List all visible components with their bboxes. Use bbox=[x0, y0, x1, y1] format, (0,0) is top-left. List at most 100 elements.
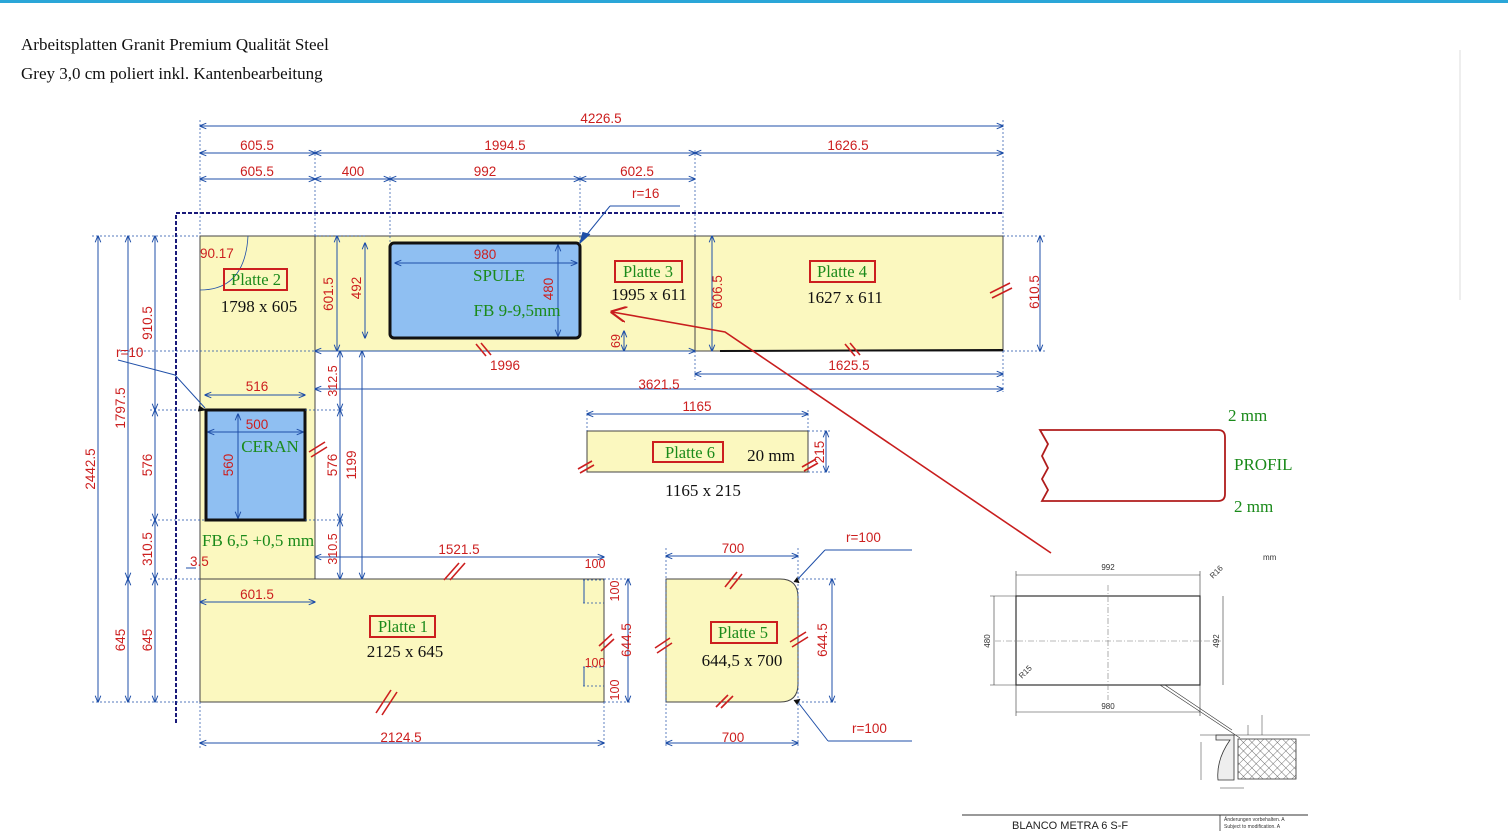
plate-labels: Platte 2 1798 x 605 Platte 3 1995 x 611 … bbox=[221, 260, 883, 670]
drawing-unit: mm bbox=[1263, 553, 1277, 562]
dim-601-5-bottom: 601.5 bbox=[240, 587, 274, 602]
dim-100-top-v: 100 bbox=[608, 581, 622, 602]
dim-r16: r=16 bbox=[632, 186, 659, 201]
dim-576-right: 576 bbox=[325, 454, 340, 477]
dim-100-bottom: 100 bbox=[585, 656, 606, 670]
dim-69: 69 bbox=[609, 334, 623, 348]
plate-4-label: Platte 4 bbox=[817, 262, 867, 281]
dim-3-5: 3.5 bbox=[190, 554, 209, 569]
sink-cutout bbox=[388, 241, 582, 340]
plate-6-thickness: 20 mm bbox=[747, 446, 795, 465]
dim-400: 400 bbox=[342, 164, 365, 179]
dim-1625-5: 1625.5 bbox=[828, 358, 869, 373]
dim-500: 500 bbox=[246, 417, 269, 432]
plate-1-size: 2125 x 645 bbox=[367, 642, 444, 661]
dim-2442-5: 2442.5 bbox=[83, 448, 98, 489]
dim-r10: r=10 bbox=[116, 345, 143, 360]
dim-1994: 1994.5 bbox=[484, 138, 525, 153]
plate-2-size: 1798 x 605 bbox=[221, 297, 298, 316]
dim-644-5-p1: 644.5 bbox=[619, 623, 634, 657]
dim-992: 992 bbox=[474, 164, 497, 179]
dim-1199: 1199 bbox=[344, 450, 359, 479]
dim-angle: 90.17 bbox=[200, 246, 234, 261]
dim-605-top: 605.5 bbox=[240, 138, 274, 153]
dimension-labels: 4226.5 605.5 1994.5 1626.5 605.5 400 992… bbox=[83, 111, 1042, 745]
dim-645-mid: 645 bbox=[140, 629, 155, 652]
plate-4-shape bbox=[694, 235, 1004, 352]
room-outline bbox=[175, 212, 1003, 723]
header-line-2: Grey 3,0 cm poliert inkl. Kantenbearbeit… bbox=[21, 64, 323, 83]
dim-606-5: 606.5 bbox=[710, 275, 725, 309]
drawing-note-2: Subject to modification. A bbox=[1224, 824, 1281, 830]
plate-2-label: Platte 2 bbox=[231, 270, 281, 289]
top-accent-bar bbox=[0, 0, 1508, 3]
drawing-480: 480 bbox=[983, 634, 992, 648]
sink-technical-drawing: mm 992 R16 480 492 R15 980 BLANCO MET bbox=[962, 553, 1310, 831]
dim-602: 602.5 bbox=[620, 164, 654, 179]
hob-cutout bbox=[204, 408, 307, 522]
drawing-992: 992 bbox=[1101, 563, 1115, 572]
profile-label: PROFIL bbox=[1234, 455, 1293, 474]
dim-910-5: 910.5 bbox=[140, 306, 155, 340]
dim-480: 480 bbox=[541, 278, 556, 301]
angle-arc bbox=[199, 235, 249, 291]
plate-2-shape bbox=[199, 235, 316, 580]
dimension-lines bbox=[98, 126, 1040, 743]
dim-700-top: 700 bbox=[722, 541, 745, 556]
profile-bottom-label: 2 mm bbox=[1234, 497, 1273, 516]
plate-4-size: 1627 x 611 bbox=[807, 288, 883, 307]
plate-3-label: Platte 3 bbox=[623, 262, 673, 281]
dim-310-5-left: 310.5 bbox=[140, 532, 155, 566]
joint-marks bbox=[308, 282, 1013, 716]
profile-top-label: 2 mm bbox=[1228, 406, 1267, 425]
plate-3-size: 1995 x 611 bbox=[611, 285, 687, 304]
drawing-492: 492 bbox=[1212, 634, 1221, 648]
sink-fb-label: FB 9-9,5mm bbox=[474, 301, 561, 320]
plate-6-shape bbox=[586, 430, 809, 473]
dim-r100-bottom: r=100 bbox=[852, 721, 887, 736]
dim-644-5-p5: 644.5 bbox=[815, 623, 830, 657]
edge-profile: 2 mm PROFIL 2 mm bbox=[1038, 406, 1293, 516]
plate-6-size: 1165 x 215 bbox=[665, 481, 741, 500]
sink-label: SPULE bbox=[473, 266, 525, 285]
plate-1-label: Platte 1 bbox=[378, 617, 428, 636]
dim-645-left: 645 bbox=[113, 629, 128, 652]
dim-215: 215 bbox=[812, 441, 827, 464]
header-line-1: Arbeitsplatten Granit Premium Qualität S… bbox=[21, 35, 329, 54]
dim-700-bottom: 700 bbox=[722, 730, 745, 745]
dim-100-top: 100 bbox=[585, 557, 606, 571]
extension-lines bbox=[92, 120, 1045, 748]
drawing-980: 980 bbox=[1101, 702, 1115, 711]
dim-516: 516 bbox=[246, 379, 269, 394]
drawing-title: BLANCO METRA 6 S-F bbox=[1012, 820, 1128, 831]
dim-492: 492 bbox=[349, 277, 364, 300]
plate-5-label: Platte 5 bbox=[718, 623, 768, 642]
dim-605-mid: 605.5 bbox=[240, 164, 274, 179]
plate-6-label: Platte 6 bbox=[665, 443, 715, 462]
dim-total: 4226.5 bbox=[580, 111, 621, 126]
dim-2124-5: 2124.5 bbox=[380, 730, 421, 745]
hob-label: CERAN bbox=[241, 437, 299, 456]
dim-576-left: 576 bbox=[140, 454, 155, 477]
reference-arrow bbox=[612, 312, 1052, 554]
dim-3621-5: 3621.5 bbox=[638, 377, 679, 392]
dim-312-5: 312.5 bbox=[326, 365, 340, 396]
dim-980: 980 bbox=[474, 247, 497, 262]
drawing-r15: R15 bbox=[1017, 663, 1034, 680]
dim-1797-5: 1797.5 bbox=[113, 387, 128, 428]
dim-610-5: 610.5 bbox=[1027, 275, 1042, 309]
plate-5-size: 644,5 x 700 bbox=[702, 651, 783, 670]
dim-560: 560 bbox=[221, 454, 236, 477]
dim-1626: 1626.5 bbox=[827, 138, 868, 153]
dim-601-5: 601.5 bbox=[321, 277, 336, 311]
drawing-r16: R16 bbox=[1208, 563, 1225, 580]
dim-1996: 1996 bbox=[490, 358, 520, 373]
dim-1165: 1165 bbox=[682, 399, 711, 414]
dim-r100-top: r=100 bbox=[846, 530, 881, 545]
hob-fb-label: FB 6,5 +0,5 mm bbox=[202, 531, 314, 550]
dim-310-5-right: 310.5 bbox=[326, 533, 340, 564]
dim-1521-5: 1521.5 bbox=[438, 542, 479, 557]
dim-100-bottom-v: 100 bbox=[608, 680, 622, 701]
drawing-note-1: Änderungen vorbehalten. A bbox=[1224, 816, 1285, 823]
